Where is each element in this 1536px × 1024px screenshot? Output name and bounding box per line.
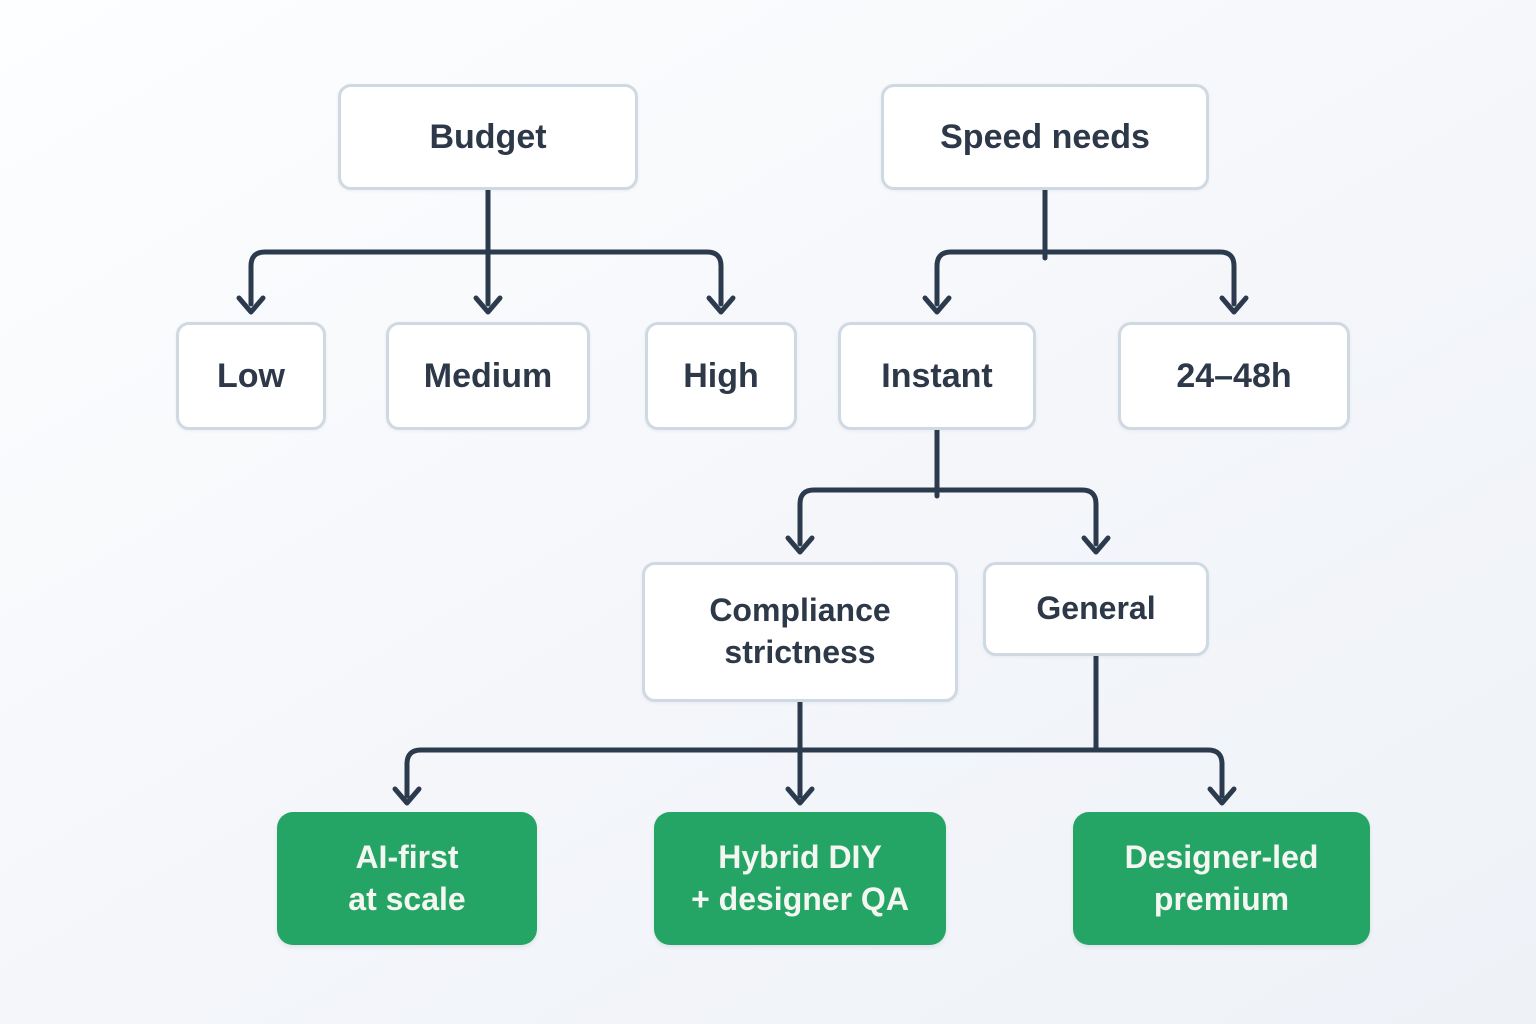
arrowhead-to-general — [1081, 535, 1111, 555]
node-ai-first-at-scale: AI-first at scale — [277, 812, 537, 945]
arrowhead-to-medium — [473, 295, 503, 315]
node-general-label: General — [1036, 590, 1156, 627]
node-low-label: Low — [217, 356, 285, 395]
node-budget-label: Budget — [429, 117, 547, 156]
node-budget: Budget — [338, 84, 638, 190]
edge-bottom-rail — [404, 747, 1225, 799]
arrowhead-to-ai-first — [392, 786, 422, 806]
node-low: Low — [176, 322, 326, 430]
node-medium: Medium — [386, 322, 590, 430]
node-instant-label: Instant — [881, 356, 993, 395]
node-high: High — [645, 322, 797, 430]
node-compliance-strictness: Compliance strictness — [642, 562, 958, 702]
node-24-48h-label: 24–48h — [1176, 356, 1292, 395]
arrowhead-to-compliance — [785, 535, 815, 555]
arrowhead-to-instant — [922, 295, 952, 315]
node-speed-needs: Speed needs — [881, 84, 1209, 190]
node-ai-first-at-scale-label: AI-first at scale — [348, 838, 466, 917]
node-instant: Instant — [838, 322, 1036, 430]
node-designer-led-premium-label: Designer-led premium — [1124, 838, 1319, 917]
arrowhead-to-low — [236, 295, 266, 315]
node-high-label: High — [683, 356, 759, 395]
arrowhead-to-24-48h — [1219, 295, 1249, 315]
node-designer-led-premium: Designer-led premium — [1073, 812, 1370, 945]
arrowhead-to-hybrid — [785, 786, 815, 806]
node-medium-label: Medium — [423, 356, 553, 395]
node-compliance-strictness-label: Compliance strictness — [709, 592, 891, 670]
node-general: General — [983, 562, 1209, 656]
edge-instant-rail — [797, 487, 1099, 547]
arrowhead-to-designer-led — [1207, 786, 1237, 806]
node-24-48h: 24–48h — [1118, 322, 1350, 430]
node-hybrid-diy-designer-qa-label: Hybrid DIY + designer QA — [691, 838, 909, 917]
arrowhead-to-high — [706, 295, 736, 315]
edge-speed-rail — [934, 249, 1237, 307]
node-hybrid-diy-designer-qa: Hybrid DIY + designer QA — [654, 812, 946, 945]
node-speed-needs-label: Speed needs — [940, 117, 1150, 156]
edge-budget-rail — [248, 249, 724, 307]
